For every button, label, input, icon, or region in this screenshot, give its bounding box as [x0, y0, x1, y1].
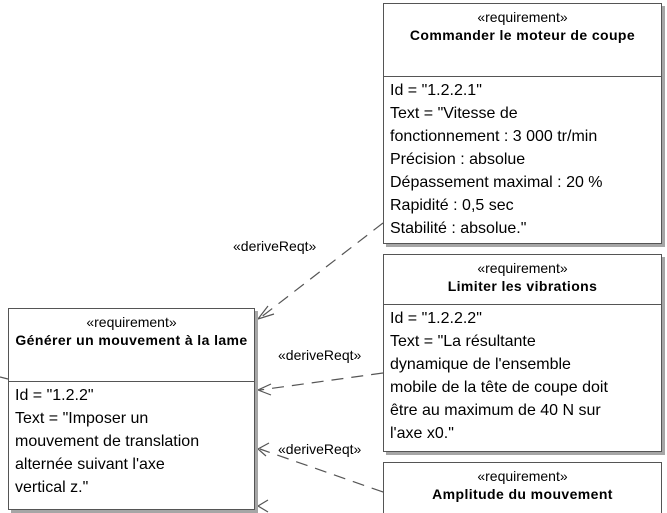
requirement-amplitude-mouvement[interactable]: «requirement» Amplitude du mouvement — [383, 462, 662, 513]
attribute-line: Id = "1.2.2" — [15, 387, 94, 404]
derive-connector-2 — [259, 372, 384, 391]
attribute-line: Dépassement maximal : 20 % — [390, 174, 603, 191]
requirement-name: Amplitude du mouvement — [432, 486, 613, 502]
requirement-limiter-vibrations[interactable]: «requirement» Limiter les vibrations Id … — [383, 254, 662, 452]
stereotype-label: «requirement» — [477, 9, 568, 25]
attribute-line: l'axe x0." — [390, 425, 454, 442]
attribute-line: Précision : absolue — [390, 151, 526, 168]
requirement-header: «requirement» Limiter les vibrations — [384, 255, 661, 305]
attribute-line: mobile de la tête de coupe doit — [390, 379, 608, 396]
attribute-line: vertical z." — [15, 479, 89, 496]
derive-label-3: «deriveReqt» — [278, 441, 362, 457]
outgoing-arrowhead — [256, 499, 269, 513]
derive-arrowhead-3 — [256, 442, 270, 457]
attribute-line: Id = "1.2.2.1" — [390, 82, 482, 99]
attribute-line: alternée suivant l'axe — [15, 456, 165, 473]
requirement-attributes: Id = "1.2.2" Text = "Imposer un mouvemen… — [9, 382, 254, 501]
derive-label-2: «deriveReqt» — [278, 347, 362, 363]
attribute-line: Rapidité : 0,5 sec — [390, 197, 514, 214]
derive-arrowhead-1 — [256, 305, 275, 321]
derive-connector-1 — [259, 222, 384, 319]
stereotype-label: «requirement» — [477, 468, 568, 484]
attribute-line: Text = "Imposer un — [15, 410, 149, 427]
attribute-line: Text = "La résultante — [390, 333, 536, 350]
requirement-attributes: Id = "1.2.2.2" Text = "La résultante dyn… — [384, 305, 661, 447]
derive-connector-3 — [259, 448, 384, 493]
requirement-name: Limiter les vibrations — [447, 278, 598, 294]
incoming-connector — [0, 376, 9, 380]
attribute-line: fonctionnement : 3 000 tr/min — [390, 128, 598, 145]
attribute-line: Stabilité : absolue." — [390, 220, 527, 237]
requirement-header: «requirement» Amplitude du mouvement — [384, 463, 661, 513]
requirement-commander-moteur[interactable]: «requirement» Commander le moteur de cou… — [383, 3, 662, 244]
derive-label-1: «deriveReqt» — [233, 238, 317, 254]
requirement-name: Générer un mouvement à la lame — [15, 332, 248, 348]
attribute-line: Text = "Vitesse de — [390, 105, 518, 122]
stereotype-label: «requirement» — [477, 260, 568, 276]
requirement-header: «requirement» Générer un mouvement à la … — [9, 309, 254, 382]
requirement-attributes: Id = "1.2.2.1" Text = "Vitesse de foncti… — [384, 77, 661, 242]
attribute-line: être au maximum de 40 N sur — [390, 402, 601, 419]
derive-arrowhead-2 — [256, 383, 272, 396]
stereotype-label: «requirement» — [86, 314, 177, 330]
requirement-generer-mouvement[interactable]: «requirement» Générer un mouvement à la … — [8, 308, 255, 510]
attribute-line: Id = "1.2.2.2" — [390, 310, 482, 327]
requirement-name: Commander le moteur de coupe — [409, 27, 636, 43]
attribute-line: dynamique de l'ensemble — [390, 356, 571, 373]
attribute-line: mouvement de translation — [15, 433, 200, 450]
requirement-header: «requirement» Commander le moteur de cou… — [384, 4, 661, 77]
